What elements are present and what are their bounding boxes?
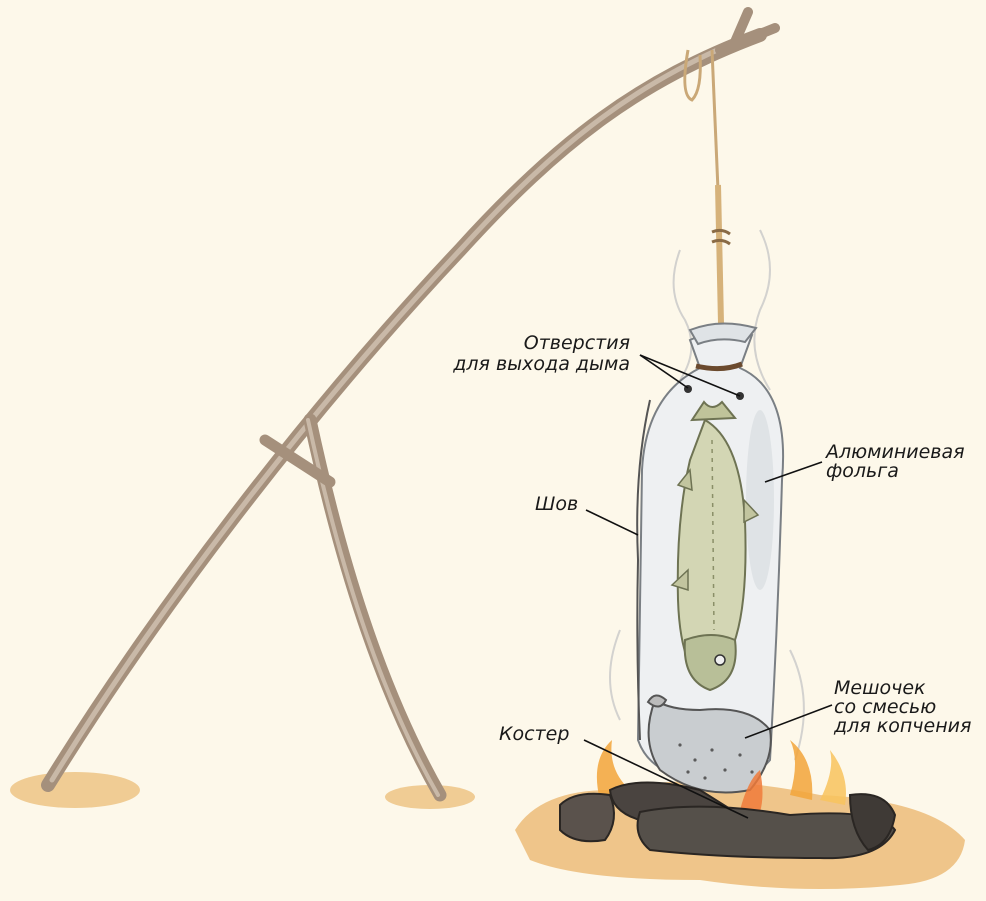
label-aluminum-foil-line2: фольга: [826, 462, 899, 481]
flame: [790, 740, 812, 800]
smoke-wisp: [610, 630, 620, 720]
speckle: [693, 758, 696, 761]
speckle: [738, 753, 741, 756]
speckle: [710, 748, 713, 751]
main-pole-tip: [720, 12, 775, 50]
label-smoke-holes-line2: для выхода дыма: [430, 355, 630, 374]
log: [560, 794, 614, 842]
smoke-wisp: [674, 250, 692, 380]
pouch-knot: [648, 695, 666, 706]
speckle: [703, 776, 706, 779]
hanging-string: [685, 50, 730, 370]
label-seam: Шов: [535, 495, 578, 514]
speckle: [750, 770, 753, 773]
label-fire: Костер: [499, 725, 569, 744]
ground-patch-left: [10, 772, 140, 808]
smoke-wisp: [754, 230, 770, 390]
label-smoke-holes-line1: Отверстия: [500, 334, 630, 353]
foil-shading: [746, 410, 774, 590]
fish-eye: [715, 655, 725, 665]
speckle: [686, 770, 689, 773]
flame: [820, 750, 846, 805]
leader-seam: [586, 510, 638, 535]
speckle: [678, 743, 681, 746]
speckle: [723, 768, 726, 771]
label-smoking-pouch-line3: для копчения: [834, 717, 971, 736]
string: [712, 50, 718, 190]
